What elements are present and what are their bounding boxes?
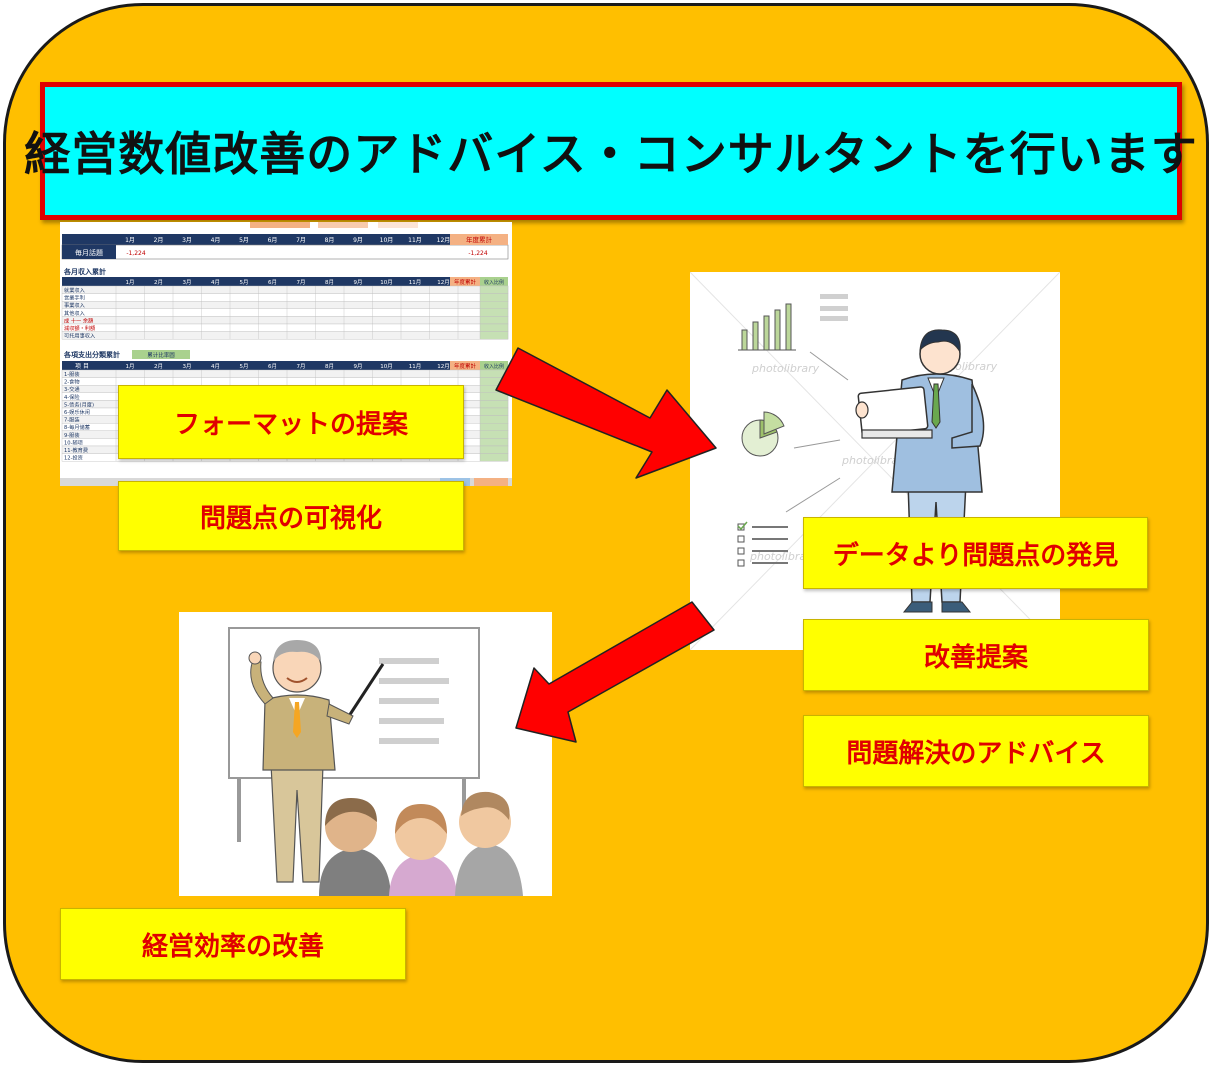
month-header: 9月	[353, 237, 363, 244]
month-header: 11月	[409, 279, 422, 286]
arrow-to-analysis	[495, 347, 717, 479]
row-label: 10-随项	[64, 438, 83, 446]
month-header: 12月	[437, 363, 450, 370]
row-label: 3-交通	[64, 385, 80, 393]
month-header: 3月	[182, 237, 192, 244]
pointer-stick	[347, 663, 385, 717]
row-label: 8-每月储蓄	[64, 423, 90, 431]
total-header-2: 年度累計	[454, 278, 477, 286]
row-label: 成 十一 余額	[64, 316, 93, 324]
month-header: 6月	[268, 279, 277, 286]
row-label: 1-服装	[64, 370, 80, 378]
row-label: 事業収入	[64, 301, 85, 309]
rate-header-2: 收入比例	[484, 363, 504, 370]
row-label: 12-投资	[64, 454, 83, 462]
label-proposal-text: 改善提案	[923, 642, 1028, 673]
month-header: 1月	[126, 279, 135, 286]
month-header: 4月	[211, 363, 220, 370]
month-header: 6月	[268, 363, 277, 370]
month-header: 2月	[154, 363, 163, 370]
label-visualize: 問題点の可視化	[118, 481, 464, 551]
month-header: 11月	[408, 237, 422, 244]
month-header: 11月	[409, 363, 422, 370]
label-advice-text: 問題解決のアドバイス	[846, 738, 1106, 769]
label-advice: 問題解決のアドバイス	[803, 715, 1149, 787]
watermark-1: photolibrary	[751, 362, 820, 375]
rate-header-1: 收入比例	[484, 279, 504, 286]
month-header: 10月	[380, 279, 393, 286]
page-title: 経営数値改善のアドバイス・コンサルタントを行います	[24, 127, 1198, 181]
row-label: 減収額・利額	[64, 324, 95, 332]
month-header: 2月	[154, 237, 164, 244]
month-header: 7月	[297, 363, 306, 370]
month-header: 4月	[211, 279, 220, 286]
row-label: 9-服装	[64, 431, 80, 439]
row-label: 4-保险	[64, 393, 80, 401]
month-header: 8月	[325, 363, 334, 370]
title-banner: 経営数値改善のアドバイス・コンサルタントを行います	[24, 82, 1197, 220]
total-header-3: 年度累計	[454, 362, 477, 370]
month-header: 3月	[183, 363, 192, 370]
text-lines-icon	[820, 294, 848, 321]
checklist-icon	[737, 521, 788, 567]
row-label: 7-服装	[64, 416, 80, 424]
month-header: 8月	[325, 237, 335, 244]
expense-title: 各項支出分類累計	[63, 350, 120, 359]
label-efficiency: 経営効率の改善	[60, 908, 406, 980]
month-header: 9月	[354, 279, 363, 286]
label-format-proposal: フォーマットの提案	[118, 385, 464, 459]
pie-chart-icon	[741, 411, 785, 457]
presenter-graphic	[228, 627, 523, 896]
month-header: 5月	[240, 279, 249, 286]
month-header: 12月	[437, 237, 451, 244]
bar-chart-icon	[738, 303, 796, 351]
label-format-text: フォーマットの提案	[173, 409, 408, 440]
row-label: 就業収入	[64, 286, 85, 294]
total-header-1: 年度累計	[466, 235, 493, 244]
month-header: 6月	[268, 237, 278, 244]
month-header: 1月	[126, 363, 135, 370]
month-header: 5月	[240, 363, 249, 370]
watermark-3: photolibrary	[841, 454, 910, 467]
expense-header: 项 目	[75, 363, 89, 370]
monthly-title: 毎月話題	[75, 248, 103, 257]
row-label: 営業手利	[64, 294, 85, 302]
monthly-value: -1,224	[126, 250, 146, 257]
row-label: 可托用事収入	[64, 332, 95, 340]
watermark-4: photolibrary	[749, 550, 818, 563]
row-label: 其他収入	[64, 309, 85, 317]
month-header: 7月	[296, 237, 306, 244]
income-title: 各月収入累計	[63, 267, 106, 276]
label-efficiency-text: 経営効率の改善	[141, 931, 324, 962]
month-header: 7月	[297, 279, 306, 286]
presenter-image	[179, 612, 552, 896]
row-label: 5-债务(月度)	[64, 400, 94, 408]
month-header: 12月	[437, 279, 450, 286]
row-label: 6-娱乐休闲	[64, 408, 90, 416]
label-discover: データより問題点の発見	[803, 517, 1148, 589]
month-header: 8月	[325, 279, 334, 286]
row-label: 11-教育费	[64, 446, 88, 454]
month-header: 10月	[380, 237, 394, 244]
month-header: 10月	[380, 363, 393, 370]
audience-figures	[319, 791, 523, 896]
row-label: 2-食物	[64, 378, 80, 386]
month-header: 9月	[354, 363, 363, 370]
presenter-figure	[248, 640, 354, 883]
compare-label: 累计比率圆	[147, 351, 175, 359]
label-improvement-proposal: 改善提案	[803, 619, 1149, 691]
month-header: 5月	[239, 237, 249, 244]
monthly-total-value: -1,224	[468, 250, 488, 257]
month-header: 3月	[183, 279, 192, 286]
month-header: 2月	[154, 279, 163, 286]
month-header: 1月	[125, 237, 135, 244]
month-header: 4月	[211, 237, 221, 244]
label-visualize-text: 問題点の可視化	[199, 503, 382, 534]
label-discover-text: データより問題点の発見	[832, 540, 1119, 571]
arrow-to-presentation	[515, 601, 715, 743]
